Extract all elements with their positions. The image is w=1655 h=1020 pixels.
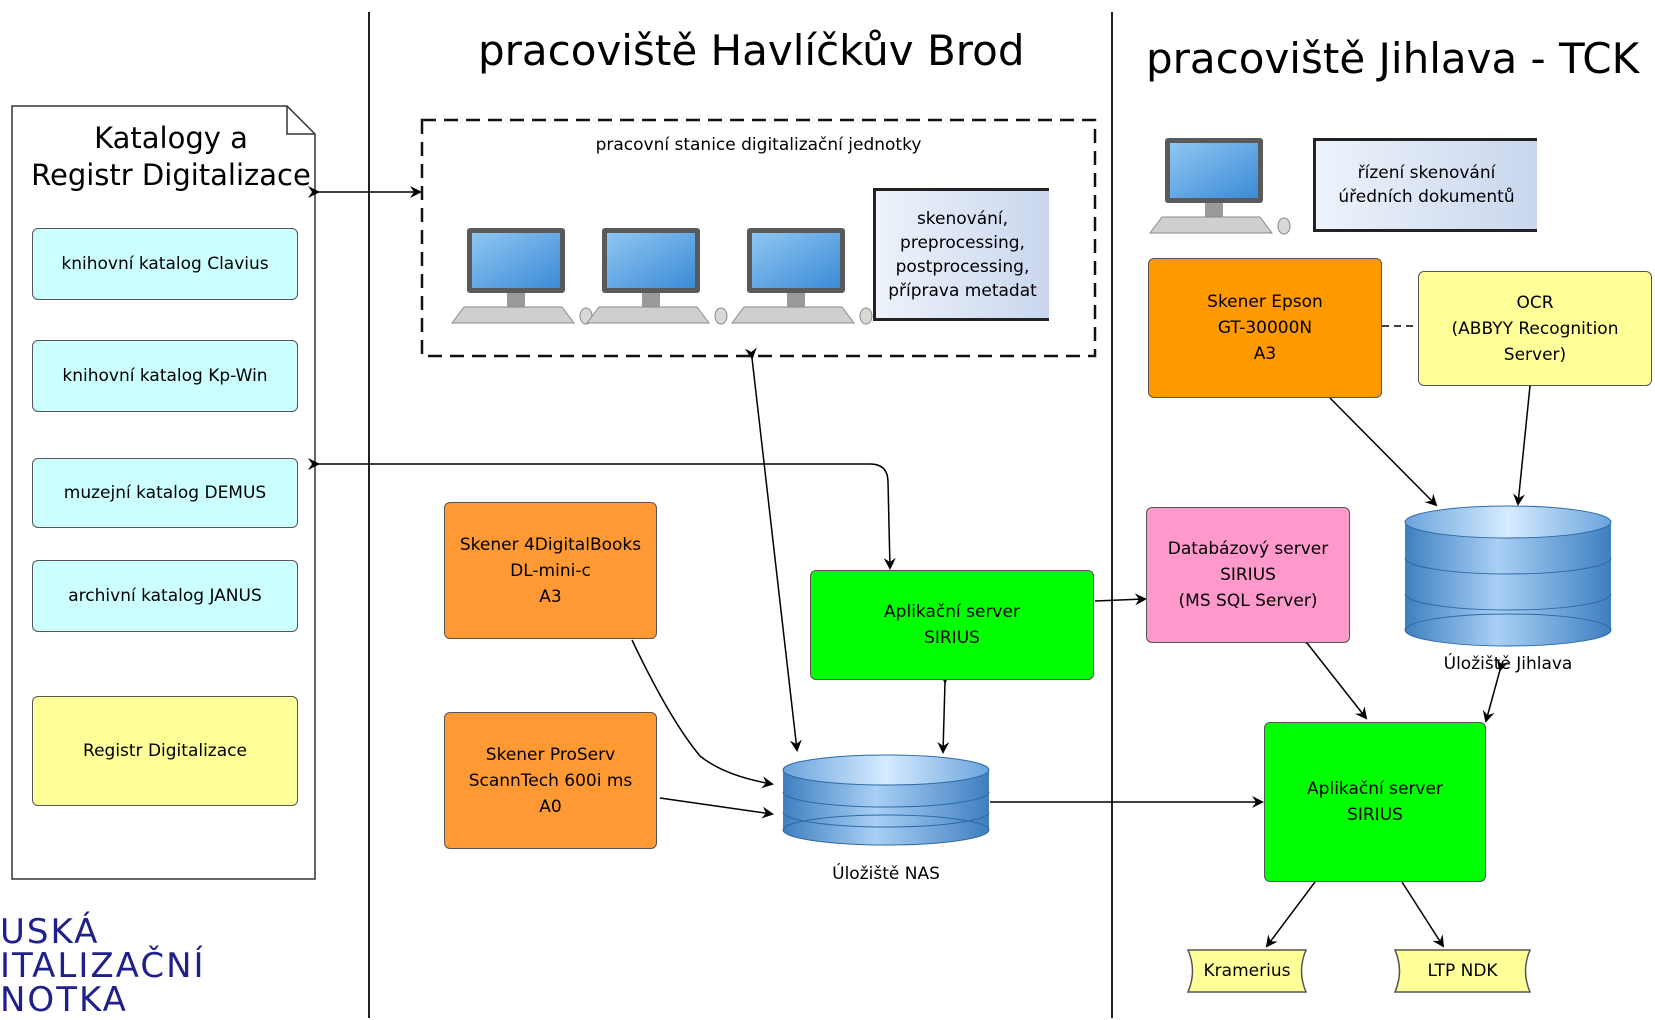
catalog-item-janus: archivní katalog JANUS <box>32 560 298 632</box>
jihlava-pc-note: řízení skenování úředních dokumentů <box>1313 138 1537 232</box>
catalog-item-demus: muzejní katalog DEMUS <box>32 458 298 528</box>
storage-jihlava-label: Úložiště Jihlava <box>1443 654 1573 674</box>
ltp-ndk-shape <box>1393 949 1532 993</box>
app-server-jihlava: Aplikační server SIRIUS <box>1264 722 1486 882</box>
heading-jihlava: pracoviště Jihlava - TCK <box>1146 34 1640 83</box>
computer-icon <box>586 228 728 325</box>
kramerius-shape <box>1186 949 1308 993</box>
storage-nas-label: Úložiště NAS <box>832 864 940 884</box>
computer-icon <box>731 228 873 325</box>
ocr-server: OCR (ABBYY Recognition Server) <box>1418 271 1652 386</box>
logo-text: USKÁ ITALIZAČNÍ NOTKA <box>0 912 206 1020</box>
computer-icon <box>451 228 593 325</box>
catalog-panel-title: Katalogy a Registr Digitalizace <box>31 121 311 192</box>
computer-icon <box>1149 138 1291 235</box>
registry-box: Registr Digitalizace <box>32 696 298 806</box>
app-server-hb: Aplikační server SIRIUS <box>810 570 1094 680</box>
kramerius-label: Kramerius <box>1203 961 1291 981</box>
db-server: Databázový server SIRIUS (MS SQL Server) <box>1146 507 1350 643</box>
storage-jihlava-cylinder <box>1404 505 1612 647</box>
ltp-ndk-label: LTP NDK <box>1427 961 1498 981</box>
scanner-4digitalbooks: Skener 4DigitalBooks DL-mini-c A3 <box>444 502 657 639</box>
workstations-title: pracovní stanice digitalizační jednotky <box>595 135 922 155</box>
scanner-epson: Skener Epson GT-30000N A3 <box>1148 258 1382 398</box>
catalog-item-clavius: knihovní katalog Clavius <box>32 228 298 300</box>
storage-nas-cylinder <box>782 754 990 846</box>
workstations-note: skenování, preprocessing, postprocessing… <box>873 188 1049 321</box>
scanner-proserv: Skener ProServ ScannTech 600i ms A0 <box>444 712 657 849</box>
catalog-item-kpwin: knihovní katalog Kp-Win <box>32 340 298 412</box>
heading-havlickuv-brod: pracoviště Havlíčkův Brod <box>478 26 1025 75</box>
